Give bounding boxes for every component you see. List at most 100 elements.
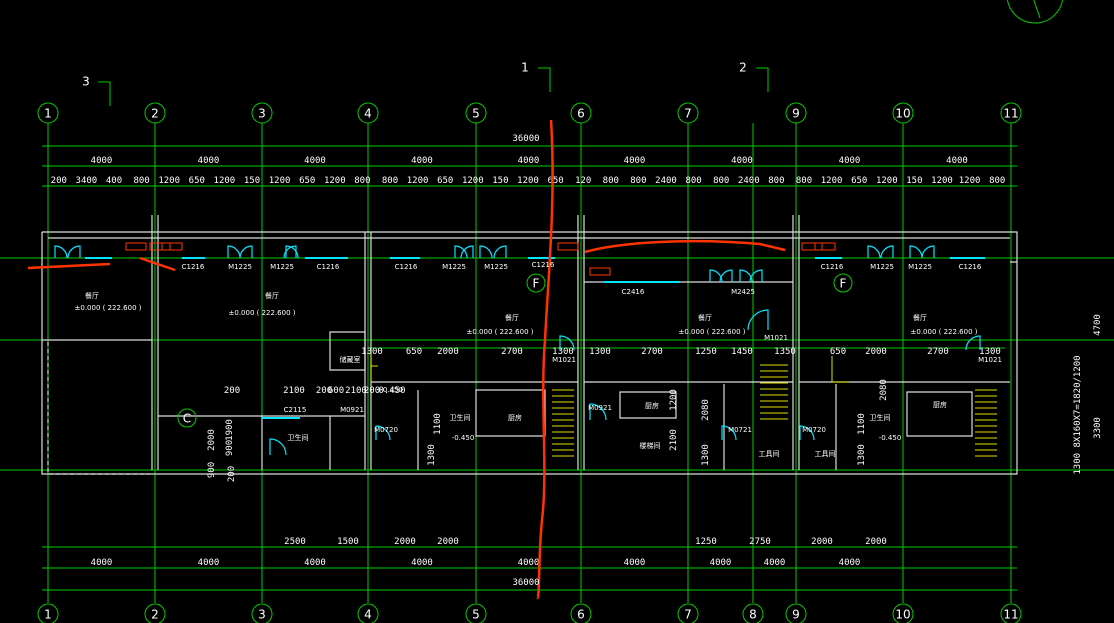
callout-box [589,267,611,276]
left-dim: 900 [225,440,235,456]
section-mark-3: 3 [82,75,111,106]
inner-dim: 2700 [927,347,949,357]
wall [261,384,837,470]
callout-box [557,242,579,251]
axis-bubble-top: 3 [251,102,273,124]
door-tag: M0721 [728,426,752,434]
red-markup-arc [584,239,786,254]
axis-label: 6 [577,608,585,622]
row-axis-label: C [183,412,191,426]
lower-dim: 2100 [283,386,305,396]
room-label: 工具间 [759,450,780,458]
bay-dim-top: 4000 [411,156,433,166]
bay-dim-bottom: 4000 [710,558,732,568]
window-tag: C1216 [317,263,340,271]
door-tag: M0921 [588,404,612,412]
vertical-dim: 1100 [857,413,867,435]
inner-dim: 1300 [361,347,383,357]
detail-dim-top: 400 [106,176,122,186]
inner-dim: 1300 [589,347,611,357]
detail-dim-top: 650 [851,176,867,186]
detail-dim-top: 2400 [655,176,677,186]
room-label: 储藏室 [340,355,361,364]
axis-label: 5 [472,608,480,622]
detail-dim-top: 150 [906,176,922,186]
axis-label: 9 [792,608,800,622]
axis-bubble-bottom: 8 [742,603,764,623]
elevation-label: ±0.000 ( 222.600 ) [229,309,296,317]
detail-dim-top: 800 [133,176,149,186]
room-label: 餐厅 [265,291,279,300]
room-label: 工具间 [815,450,836,458]
elevation-label: ±0.000 ( 222.600 ) [75,304,142,312]
room-label: 餐厅 [85,291,99,300]
row-axis-c: C [177,408,197,428]
detail-dim-top: 120 [575,176,591,186]
callout-box [801,242,823,251]
red-markup-left [27,262,111,270]
bottom-detail-dim: 2000 [865,537,887,547]
door-swing [454,245,468,259]
axis-bubble-top: 10 [892,102,914,124]
detail-dim-top: 200 [51,176,67,186]
wall [151,215,159,470]
detail-dim-top: 650 [189,176,205,186]
bay-dim-bottom: 4000 [764,558,786,568]
axis-label: 8 [749,608,757,622]
bottom-detail-dim: 2000 [437,537,459,547]
axis-bubble-bottom: 10 [892,603,914,623]
window-tag: M1225 [484,263,508,271]
elevation-label: ±0.000 ( 222.600 ) [911,328,978,336]
door-swing [867,245,881,259]
door-swing [880,245,894,259]
row-axis-f2: F [833,273,853,293]
door-tag: M1021 [978,356,1002,364]
door-swing [965,335,981,351]
detail-dim-top: 150 [492,176,508,186]
bay-dim-top: 4000 [731,156,753,166]
window-tag: M1225 [270,263,294,271]
section-mark-label: 1 [521,61,529,75]
detail-dim-top: 800 [685,176,701,186]
walls [41,215,1018,475]
bay-dim-top: 4000 [91,156,113,166]
detail-dim-top: 150 [244,176,260,186]
detail-dim-top: 1200 [517,176,539,186]
detail-dim-top: 800 [354,176,370,186]
door-swing [239,245,253,259]
door-swing [719,269,733,283]
section-mark-label: 3 [82,75,90,89]
door-swing [460,245,474,259]
lower-dim: 0.450 [378,386,405,396]
bottom-detail-dim: 2750 [749,537,771,547]
door-swing [909,245,923,259]
bottom-detail-dim: 1500 [337,537,359,547]
inner-dim: 2700 [501,347,523,357]
wall [619,391,677,419]
window-tag: M2425 [731,288,755,296]
bay-dim-top: 4000 [198,156,220,166]
left-dim: 1900 [225,419,235,441]
axis-bubble-bottom: 7 [677,603,699,623]
detail-dim-top: 1200 [158,176,180,186]
inner-dim: 650 [830,347,846,357]
axis-bubble-top: 11 [1000,102,1022,124]
room-label: 餐厅 [698,313,712,322]
detail-dim-top: 1200 [269,176,291,186]
axis-label: 4 [364,107,372,121]
detail-dim-top: 800 [603,176,619,186]
wall [41,232,1018,475]
callout-box [814,242,836,251]
door-tag: M1021 [552,356,576,364]
axis-label: 7 [684,608,692,622]
axis-label: 6 [577,107,585,121]
window-tag: C2416 [622,288,645,296]
lower-dim: 200 [364,386,380,396]
inner-dim: 2000 [865,347,887,357]
inner-dim: 650 [406,347,422,357]
axis-bubble-top: 9 [785,102,807,124]
axis-bubble-top: 7 [677,102,699,124]
north-compass-icon [1006,0,1064,24]
callout-box [149,242,171,251]
